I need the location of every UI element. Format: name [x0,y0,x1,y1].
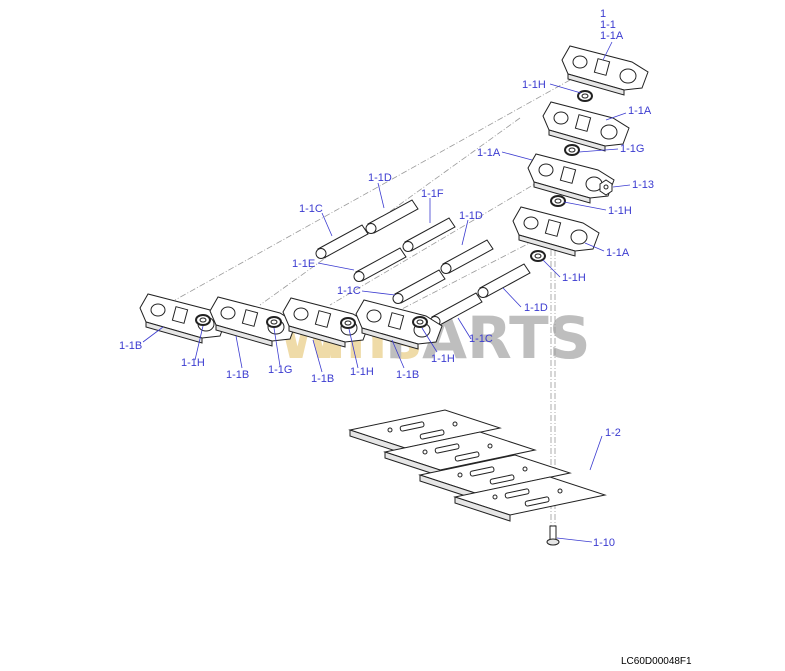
bushing-1-1C-mid[interactable] [392,269,446,304]
pin-1-1D-low[interactable] [477,263,531,298]
label-1-1E[interactable]: 1-1E [292,258,315,270]
label-1-1D-low[interactable]: 1-1D [524,302,548,314]
seal-1-1G-left[interactable] [266,316,282,328]
label-1-1H-left1[interactable]: 1-1H [181,357,205,369]
label-1-13[interactable]: 1-13 [632,179,654,191]
label-1-1A-mid[interactable]: 1-1A [477,147,501,159]
label-1-1H-top[interactable]: 1-1H [522,79,546,91]
bolt-1-10[interactable] [546,525,560,546]
link-1-1A-top[interactable] [561,45,649,96]
label-1-1B-1[interactable]: 1-1B [119,340,142,352]
link-1-1A-lower[interactable] [512,206,600,257]
label-1-1C-low[interactable]: 1-1C [469,333,493,345]
label-1-1A-right2[interactable]: 1-1A [606,247,630,259]
label-1-1A-right1[interactable]: 1-1A [628,105,652,117]
label-1-1H-left3[interactable]: 1-1H [431,353,455,365]
label-1-1B-3[interactable]: 1-1B [311,373,334,385]
seal-1-1H-right3[interactable] [530,250,546,262]
drawing-code: LC60D00048F1 [621,656,692,667]
label-1-1C-mid[interactable]: 1-1C [337,285,361,297]
label-1-1H-right2[interactable]: 1-1H [608,205,632,217]
link-1-1A-mid[interactable] [527,153,615,204]
seal-1-1H-right2[interactable] [550,195,566,207]
seal-1-1H-left3[interactable] [412,316,428,328]
label-1-10[interactable]: 1-10 [593,537,615,549]
label-1-1B-4[interactable]: 1-1B [396,369,419,381]
label-1-1H-left2[interactable]: 1-1H [350,366,374,378]
label-1-1A-top[interactable]: 1-1A [600,30,624,42]
part-labels: 1 1-1 1-1A 1-1H 1-1A 1-1G 1-1A 1-13 1-1H… [119,8,654,549]
label-1-1[interactable]: 1-1 [600,19,616,31]
bushing-1-1C-top[interactable] [315,224,369,259]
nut-1-13[interactable] [599,179,613,196]
label-1-1G-right[interactable]: 1-1G [620,143,644,155]
track-shoe-assembly-1-2[interactable] [349,409,606,522]
label-1-1D-top[interactable]: 1-1D [368,172,392,184]
pin-1-1D-mid[interactable] [440,239,494,274]
label-1-1C-top[interactable]: 1-1C [299,203,323,215]
label-1-1G-left[interactable]: 1-1G [268,364,292,376]
label-1-2[interactable]: 1-2 [605,427,621,439]
link-1-1A-second[interactable] [542,101,630,152]
pin-1-1D-top[interactable] [365,199,419,234]
seal-1-1H-left1[interactable] [195,314,211,326]
leader-lines [142,41,631,543]
seal-1-1G-right[interactable] [564,144,580,156]
label-1[interactable]: 1 [600,8,606,20]
label-1-1F[interactable]: 1-1F [421,188,444,200]
label-1-1H-right3[interactable]: 1-1H [562,272,586,284]
label-1-1D-mid[interactable]: 1-1D [459,210,483,222]
label-1-1B-2[interactable]: 1-1B [226,369,249,381]
seal-1-1H-left2[interactable] [340,317,356,329]
